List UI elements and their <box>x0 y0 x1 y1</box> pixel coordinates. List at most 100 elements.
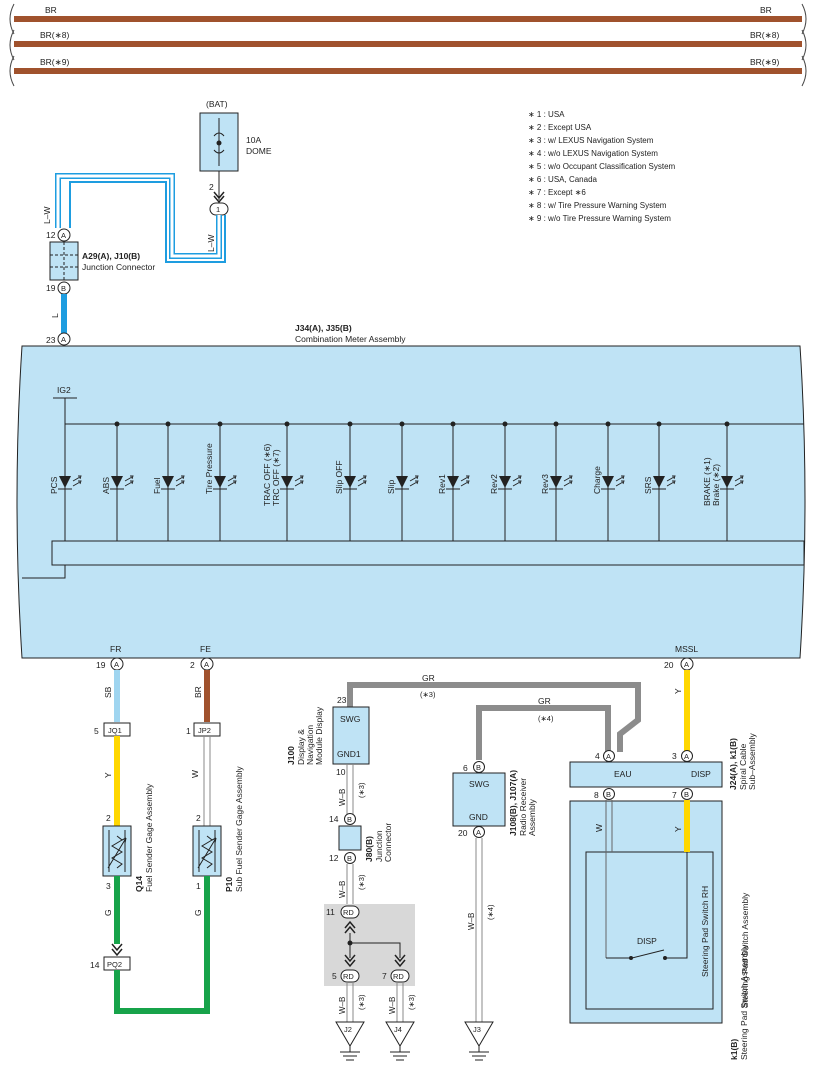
ig-label: IG2 <box>57 385 71 395</box>
bus-label-left: BR(∗9) <box>40 57 69 67</box>
ground-label: J3 <box>473 1025 481 1034</box>
wire-label: L–W <box>42 207 52 224</box>
pin-number: 7 <box>672 790 677 800</box>
pin-label: SWG <box>469 779 489 789</box>
wire-label: G <box>193 909 203 916</box>
lamp-branch: Tire Pressure <box>204 421 237 541</box>
component-name: Sub–Assembly <box>747 733 757 790</box>
note: ∗ 4 : w/o LEXUS Navigation System <box>528 149 658 158</box>
component-name: Radio Receiver <box>518 778 528 836</box>
connector-name: JP2 <box>198 726 211 735</box>
component-name: Combination Meter Assembly <box>295 334 406 344</box>
wire-label: W–B <box>467 913 476 930</box>
wire-note: (∗3) <box>357 782 366 798</box>
pin-number: 6 <box>463 763 468 773</box>
lamp-label: PCS <box>49 476 59 494</box>
wire-l-w: L–W L–W <box>42 173 226 263</box>
lamp-branch: Rev2 <box>489 421 522 541</box>
led-icon <box>602 476 614 488</box>
pin-number: 1 <box>186 726 191 736</box>
pin-number: 5 <box>94 726 99 736</box>
note: ∗ 8 : w/ Tire Pressure Warning System <box>528 201 667 210</box>
lamp-label: SRS <box>643 476 653 494</box>
wire-label: L <box>50 313 60 318</box>
fuse-pin: 2 <box>209 182 214 192</box>
bus-label-right: BR <box>760 5 772 15</box>
component-id: A29(A), J10(B) <box>82 251 140 261</box>
pin-number: 5 <box>332 971 337 981</box>
ground-label: J4 <box>394 1025 402 1034</box>
lamp-branch: ABS <box>101 421 134 541</box>
pin-mark: RD <box>343 908 354 917</box>
lamp-branch: BRAKE (∗1)Brake (∗2) <box>702 421 744 541</box>
component-name: Junction Connector <box>82 262 155 272</box>
wire-label: GR <box>538 696 551 706</box>
wire-label: W–B <box>338 997 347 1014</box>
lamp-branch: TRAC OFF (∗6)TRC OFF (∗7) <box>262 421 304 541</box>
pin-number: 20 <box>664 660 674 670</box>
fuse-rating: 10A <box>246 135 261 145</box>
wire-g-return <box>114 876 210 1014</box>
wire-label: SB <box>103 686 113 698</box>
ground-j2: J2 <box>335 1021 365 1061</box>
wire-label: Y <box>103 772 113 778</box>
component-name: Spiral Cable <box>738 743 748 790</box>
output-label: FR <box>110 644 121 654</box>
component-id: Q14 <box>134 876 144 892</box>
component-id: P10 <box>224 877 234 892</box>
pin-number: 4 <box>595 751 600 761</box>
footnotes: ∗ 1 : USA ∗ 2 : Except USA ∗ 3 : w/ LEXU… <box>528 110 676 223</box>
lamp-label: ABS <box>101 477 111 494</box>
pin-label: EAU <box>614 769 631 779</box>
pin-number: 12 <box>329 853 339 863</box>
bus-label-left: BR <box>45 5 57 15</box>
lamp-label: Slip <box>386 480 396 494</box>
pin-number: 3 <box>672 751 677 761</box>
lamp-branch: Slip <box>386 421 419 541</box>
pin-number: 1 <box>196 881 201 891</box>
wire-label: W–B <box>338 789 347 806</box>
pin-mark: RD <box>343 972 354 981</box>
lamp-label: Rev2 <box>489 474 499 494</box>
wire-note: (∗3) <box>407 994 416 1010</box>
ground-j4: J4 <box>385 1021 415 1061</box>
meter-outputs: FR 19 A FE 2 A MSSL 20 A <box>96 644 698 671</box>
pin-number: 23 <box>337 695 347 705</box>
bus-line-2: BR(∗8) BR(∗8) <box>9 29 807 61</box>
lamp-branch: Charge <box>592 421 625 541</box>
fuse-name: DOME <box>246 146 272 156</box>
combination-meter: 23 A B J34(A), J35(B) Combination Meter … <box>16 323 806 659</box>
lamp-label: Rev3 <box>540 474 550 494</box>
pin-label: DISP <box>691 769 711 779</box>
fuse-source: (BAT) <box>206 99 228 109</box>
dome-fuse: (BAT) 10A DOME 2 1 <box>199 99 272 216</box>
component-name: Steering Pad Switch Assembly <box>739 944 749 1060</box>
led-icon <box>653 476 665 488</box>
lamp-label: Charge <box>592 466 602 494</box>
component-id: J24(A), k1(B) <box>728 738 738 790</box>
pin-mark: B <box>684 790 689 799</box>
pin-number: 2 <box>190 660 195 670</box>
component-id: J108(B), J107(A) <box>508 770 518 836</box>
component-name: Fuel Sender Gage Assembly <box>144 783 154 892</box>
pin-mark: A <box>684 752 689 761</box>
pin-mark: A <box>606 752 611 761</box>
connector-name: PQ2 <box>107 960 122 969</box>
pin-number: 23 <box>46 335 56 345</box>
wire-note: (∗4) <box>486 904 495 920</box>
steering-pad-switch: W Y DISP Steering Pad Switch RH Steering… <box>569 800 750 1060</box>
bus-label-right: BR(∗8) <box>750 30 779 40</box>
pin-mark: A <box>684 660 689 669</box>
note: ∗ 9 : w/o Tire Pressure Warning System <box>528 214 671 223</box>
lamp-branch: SRS <box>643 421 676 541</box>
led-icon <box>721 476 733 488</box>
led-icon <box>447 476 459 488</box>
pin-number: 2 <box>196 813 201 823</box>
pin-label: GND <box>469 812 488 822</box>
pin-mark: B <box>347 815 352 824</box>
lamp-label: Slip OFF <box>334 460 344 494</box>
fuse-terminal: 1 <box>216 205 220 214</box>
wire-label: L–W <box>206 235 216 252</box>
component-name: Display & <box>296 729 306 765</box>
